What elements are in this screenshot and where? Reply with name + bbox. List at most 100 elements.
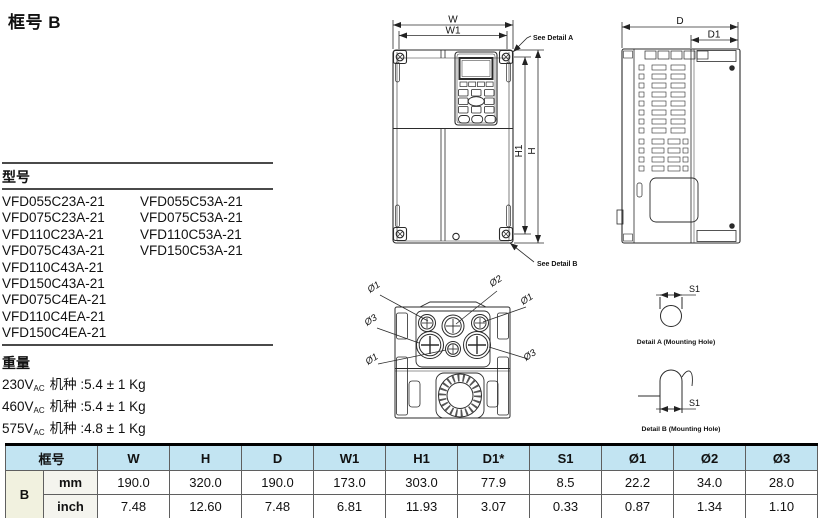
model-item: VFD055C23A-21 <box>2 194 105 209</box>
conduit-plate <box>415 310 491 368</box>
dia3-label: Ø3 <box>521 347 539 364</box>
dia2-label: Ø2 <box>487 273 505 290</box>
col-header-h: H <box>169 444 243 471</box>
col-header-dia2: Ø2 <box>673 444 747 471</box>
col-header-d: D <box>241 444 315 471</box>
value-cell: 0.33 <box>529 494 603 518</box>
value-cell: 7.48 <box>241 494 315 518</box>
value-cell: 6.81 <box>313 494 387 518</box>
detail-a-caption: Detail A (Mounting Hole) <box>637 339 715 346</box>
value-cell: 173.0 <box>313 470 387 495</box>
model-item: VFD075C4EA-21 <box>2 292 107 308</box>
voltage-subscript: AC <box>33 406 45 415</box>
divider <box>2 162 273 164</box>
dia3-label: Ø3 <box>362 312 380 329</box>
weight-line-575v: 575VAC 机种 :4.8 ± 1 Kg <box>2 417 146 437</box>
weight-value: 机种 :4.8 ± 1 Kg <box>49 421 146 436</box>
model-item: VFD110C53A-21 <box>140 226 242 242</box>
weight-value: 机种 :5.4 ± 1 Kg <box>49 377 146 392</box>
diameter-leaders <box>376 290 529 365</box>
value-cell: 77.9 <box>457 470 531 495</box>
model-item: VFD150C53A-21 <box>140 243 243 259</box>
front-view-drawing <box>392 20 544 263</box>
screw-icon <box>452 232 460 241</box>
weight-heading: 重量 <box>2 355 30 371</box>
value-cell: 3.07 <box>457 494 531 518</box>
conduit-hole-large <box>463 331 491 359</box>
value-cell: 0.87 <box>601 494 675 518</box>
see-detail-b-leader <box>509 242 535 263</box>
model-item: VFD110C4EA-21 <box>2 308 106 324</box>
dimension-h1 <box>514 56 531 235</box>
dia1-label: Ø1 <box>365 279 382 296</box>
weight-line-460v: 460VAC 机种 :5.4 ± 1 Kg <box>2 395 146 415</box>
conduit-hole-small <box>471 314 489 332</box>
see-detail-a-label: See Detail A <box>533 35 573 42</box>
see-detail-a-leader <box>512 35 532 53</box>
voltage: 575V <box>2 421 34 436</box>
vent-grid-upper <box>638 64 686 134</box>
vent-grid-lower <box>638 138 689 172</box>
voltage: 460V <box>2 399 34 414</box>
weight-line-230v: 230VAC 机种 :5.4 ± 1 Kg <box>2 373 146 393</box>
see-detail-b-label: See Detail B <box>537 261 577 268</box>
model-item: VFD110C43A-21 <box>2 259 104 275</box>
value-cell: 22.2 <box>601 470 675 495</box>
model-item: VFD075C53A-21 <box>140 210 243 226</box>
col-header-w1: W1 <box>313 444 387 471</box>
model-item: VFD150C43A-21 <box>2 275 105 291</box>
lcd-display <box>458 57 494 80</box>
dimension-drawings: W W1 H1 H See Detail A See Detail B <box>362 15 741 433</box>
dimensions-table: 框号 W H D W1 H1 D1* S1 Ø1 Ø2 Ø3 B mm 190.… <box>4 443 819 518</box>
conduit-hole-small <box>445 341 461 357</box>
value-cell: 190.0 <box>241 470 315 495</box>
table-row-mm: B mm 190.0 320.0 190.0 173.0 303.0 77.9 … <box>5 470 819 518</box>
detail-a-drawing <box>656 292 696 327</box>
keypad-drawing <box>454 51 498 126</box>
value-cell: 34.0 <box>673 470 747 495</box>
col-header-d1: D1* <box>457 444 531 471</box>
weight-value: 机种 :5.4 ± 1 Kg <box>49 399 146 414</box>
voltage: 230V <box>2 377 34 392</box>
dimension-d1 <box>690 35 738 48</box>
dimension-d <box>621 22 739 48</box>
model-item: VFD075C23A-21 <box>2 210 105 226</box>
model-list-column-2: VFD055C53A-21 VFD075C53A-21 VFD110C53A-2… <box>140 194 243 260</box>
value-cell: 11.93 <box>385 494 459 518</box>
dimension-w <box>392 20 514 49</box>
bottom-view-drawing <box>376 290 529 419</box>
dim-label-s1: S1 <box>689 284 700 294</box>
value-cell: 320.0 <box>169 470 243 495</box>
model-item: VFD150C4EA-21 <box>2 325 107 341</box>
divider <box>2 188 273 190</box>
side-view-drawing <box>616 22 741 244</box>
dia1-label: Ø1 <box>518 291 535 308</box>
detail-b-drawing <box>638 369 696 413</box>
mounting-bracket-icon <box>392 49 514 242</box>
dim-label-h: H <box>527 147 538 154</box>
col-header-frame: 框号 <box>4 444 99 471</box>
col-header-dia1: Ø1 <box>601 444 675 471</box>
voltage-subscript: AC <box>33 384 45 393</box>
value-cell: 303.0 <box>385 470 459 495</box>
value-cell: 190.0 <box>97 470 171 495</box>
detail-b-caption: Detail B (Mounting Hole) <box>642 426 721 433</box>
col-header-h1: H1 <box>385 444 459 471</box>
frame-label-cell: B <box>5 470 44 518</box>
page-title: 框号 B <box>8 13 61 32</box>
dim-label-d1: D1 <box>708 30 721 41</box>
models-heading: 型号 <box>2 169 30 185</box>
dim-label-w1: W1 <box>446 26 461 37</box>
col-header-dia3: Ø3 <box>745 444 819 471</box>
model-list-column-1: VFD055C23A-21 VFD075C23A-21 VFD110C23A-2… <box>2 194 106 342</box>
voltage-subscript: AC <box>33 428 45 437</box>
value-cell: 28.0 <box>745 470 819 495</box>
conduit-hole-large <box>416 331 444 359</box>
model-item: VFD075C43A-21 <box>2 243 105 259</box>
dim-label-h1: H1 <box>514 144 525 157</box>
value-cell: 7.48 <box>97 494 171 518</box>
value-cell: 1.10 <box>745 494 819 518</box>
model-item: VFD055C53A-21 <box>140 194 243 209</box>
table-row-inch: inch 7.48 12.60 7.48 6.81 11.93 3.07 0.3… <box>6 494 819 518</box>
